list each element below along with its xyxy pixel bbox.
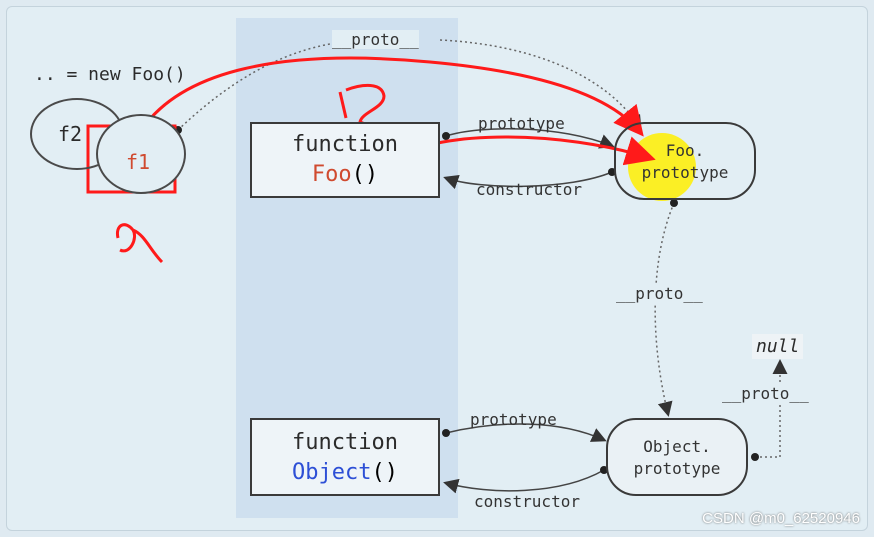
- instance-f2-label: f2: [58, 122, 83, 146]
- instance-f1-label: f1: [126, 150, 151, 174]
- function-object-keyword: function: [292, 430, 398, 455]
- proto-middle-label: __proto__: [616, 284, 703, 303]
- foo-proto-to-object-proto: [654, 202, 675, 417]
- object-proto-to-null: [755, 359, 788, 458]
- function-foo-keyword: function: [292, 132, 398, 157]
- function-object-box: function Object(): [250, 418, 440, 496]
- constructor-bottom-label: constructor: [474, 492, 580, 511]
- assignment-text: .. = new Foo(): [34, 64, 186, 85]
- function-object-name: Object(): [252, 458, 438, 488]
- prototype-top-label: prototype: [478, 114, 565, 133]
- prototype-bottom-label: prototype: [470, 410, 557, 429]
- object-name-text: Object: [292, 460, 372, 485]
- foo-prototype-line2: prototype: [641, 163, 729, 182]
- object-prototype-line2: prototype: [633, 459, 721, 478]
- constructor-top-label: constructor: [476, 180, 582, 199]
- foo-prototype-node: Foo. prototype: [614, 122, 756, 200]
- foo-name-text: Foo: [311, 162, 352, 187]
- object-prototype-node: Object. prototype: [606, 418, 748, 496]
- foo-parens: (): [351, 162, 379, 187]
- object-prototype-line1: Object.: [643, 437, 711, 456]
- function-foo-box: function Foo(): [250, 122, 440, 198]
- null-label: null: [752, 334, 804, 359]
- step-1-mark: [115, 223, 164, 264]
- object-prototype-link: [445, 423, 607, 442]
- instance-f1-node: [96, 114, 186, 194]
- f1-to-foo-prototype-red-arrow: [122, 56, 644, 171]
- foo-prototype-line1: Foo.: [665, 141, 705, 160]
- proto-to-foo-prototype: [439, 39, 642, 131]
- object-constructor-link: [443, 469, 605, 494]
- function-foo-name: Foo(): [252, 160, 438, 190]
- proto-top-label: __proto__: [332, 30, 419, 49]
- watermark: CSDN @m0_62520946: [702, 510, 860, 527]
- foo-prototype-link: [445, 127, 615, 149]
- object-parens: (): [371, 460, 398, 485]
- f1-proto-link: [177, 43, 331, 131]
- proto-right-label: __proto__: [722, 384, 809, 403]
- foo-constructor-link: [443, 171, 613, 190]
